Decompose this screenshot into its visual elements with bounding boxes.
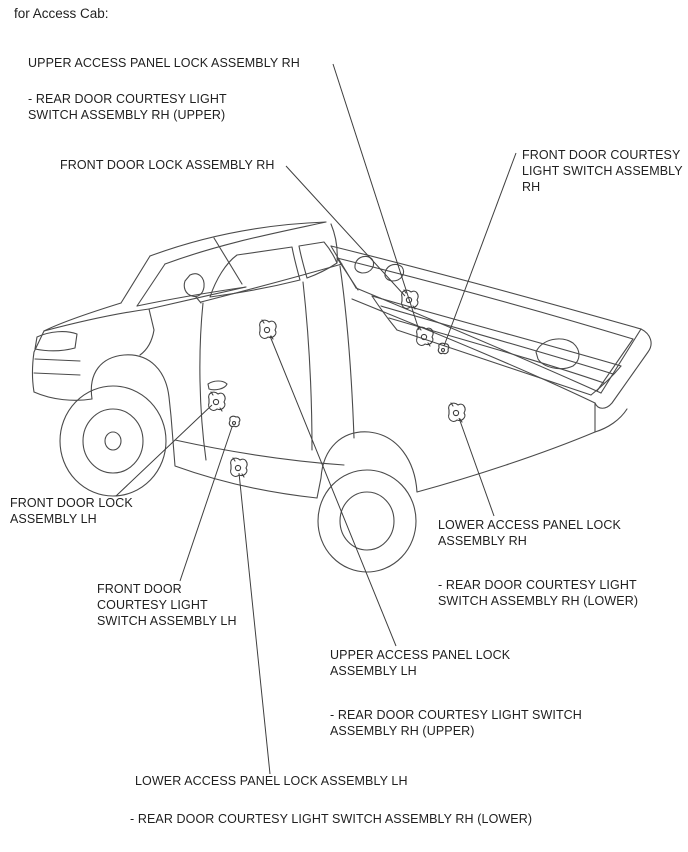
- front-face: [31, 330, 45, 393]
- rear-rim: [339, 491, 395, 551]
- label-front-door-courtesy-switch-lh: FRONT DOOR COURTESY LIGHT SWITCH ASSEMBL…: [97, 582, 237, 628]
- grille-bar-2: [33, 372, 81, 376]
- truck-body: [31, 221, 652, 573]
- bed-side-bottom: [416, 431, 596, 493]
- cab-back-edge-inner: [336, 257, 359, 291]
- label-upper-access-panel-lock-lh: UPPER ACCESS PANEL LOCK ASSEMBLY LH: [330, 648, 511, 678]
- label-front-door-courtesy-switch-rh: FRONT DOOR COURTESY LIGHT SWITCH ASSEMBL…: [522, 148, 683, 194]
- body-crease: [174, 439, 345, 466]
- bed-floor-rib-2: [388, 317, 605, 384]
- front-door-front-seam: [199, 302, 207, 461]
- leader-upper-access-lh: [269, 335, 397, 647]
- front-door-window: [209, 246, 301, 298]
- tailgate-cap: [594, 328, 652, 409]
- access-panel-seam: [339, 265, 355, 439]
- leader-front-door-lock-rh: [285, 165, 406, 297]
- beltline: [200, 263, 343, 303]
- headlight: [34, 331, 78, 352]
- headrest-2: [384, 263, 405, 282]
- label-note-rear-door-courtesy-rh-lower: - REAR DOOR COURTESY LIGHT SWITCH ASSEMB…: [438, 578, 639, 608]
- leader-lines: [115, 63, 517, 775]
- a-pillar: [120, 255, 151, 304]
- bed-far-wall-bottom: [371, 295, 622, 367]
- access-panel-window: [298, 241, 338, 279]
- headrest-1: [354, 255, 375, 274]
- c-pillar: [330, 223, 338, 264]
- leader-front-door-lock-lh: [115, 404, 213, 497]
- front-hub: [104, 431, 122, 451]
- mirror-stem: [195, 296, 202, 304]
- front-door-courtesy-switch-lh-icon: [228, 415, 241, 428]
- rear-bumper: [594, 408, 628, 433]
- upper-access-panel-lock-lh-icon: [259, 319, 277, 340]
- grille-bar-1: [34, 358, 81, 362]
- bed-front-wall-bottom: [371, 295, 398, 331]
- front-door-lock-lh-icon: [208, 391, 226, 412]
- far-fender-drop: [139, 308, 155, 356]
- front-bumper: [33, 391, 93, 401]
- label-lower-access-panel-lock-rh: LOWER ACCESS PANEL LOCK ASSEMBLY RH: [438, 518, 621, 548]
- roof-line: [149, 221, 327, 257]
- front-tire: [59, 385, 167, 497]
- rear-tire: [317, 469, 417, 573]
- far-a-pillar: [213, 237, 243, 285]
- roof-drip-rail: [164, 221, 327, 265]
- bed-floor-near-edge: [396, 329, 592, 396]
- bed-wheel-hump: [535, 338, 580, 370]
- cowl-line: [136, 286, 247, 307]
- front-wheel-arch: [90, 354, 172, 417]
- hood-front-edge: [43, 308, 150, 332]
- tailgate-inner: [596, 338, 634, 392]
- label-front-door-lock-lh: FRONT DOOR LOCK ASSEMBLY LH: [10, 496, 133, 526]
- leader-lower-access-lh: [238, 472, 271, 775]
- a-pillar-inner: [136, 263, 166, 307]
- door-handle: [207, 380, 228, 391]
- label-upper-access-panel-lock-rh: UPPER ACCESS PANEL LOCK ASSEMBLY RH: [28, 56, 300, 70]
- leader-upper-access-rh: [332, 63, 420, 331]
- label-front-door-lock-rh: FRONT DOOR LOCK ASSEMBLY RH: [60, 158, 275, 172]
- b-pillar-seam: [302, 281, 313, 451]
- lower-access-panel-lock-rh-icon: [448, 402, 466, 423]
- hood-near-edge: [43, 302, 122, 332]
- bed-floor-rib-1: [380, 305, 614, 375]
- label-lower-access-panel-lock-lh: LOWER ACCESS PANEL LOCK ASSEMBLY LH: [135, 774, 408, 788]
- tailgate-top: [600, 328, 642, 394]
- lower-door-edge: [170, 415, 318, 499]
- leader-front-courtesy-lh: [179, 426, 233, 582]
- label-note-rear-door-courtesy-lh-lower: - REAR DOOR COURTESY LIGHT SWITCH ASSEMB…: [130, 812, 533, 826]
- front-door-lock-rh-icon: [401, 289, 419, 310]
- bed-near-rail: [355, 287, 602, 394]
- leader-front-courtesy-rh: [443, 152, 517, 347]
- bed-far-rail-inner: [336, 257, 634, 340]
- bed-near-rail-outer: [351, 298, 596, 404]
- rear-wheel-arch: [316, 431, 418, 499]
- label-note-rear-door-courtesy-lh-upper: - REAR DOOR COURTESY LIGHT SWITCH ASSEMB…: [330, 708, 582, 738]
- leader-lower-access-rh: [458, 417, 495, 517]
- tailgate-bottom-edge: [590, 365, 622, 396]
- label-note-rear-door-courtesy-rh-upper: - REAR DOOR COURTESY LIGHT SWITCH ASSEMB…: [28, 92, 227, 122]
- front-rim: [82, 408, 144, 474]
- side-mirror: [183, 273, 205, 298]
- bed-far-rail: [330, 245, 642, 330]
- figure-caption: for Access Cab:: [14, 6, 109, 21]
